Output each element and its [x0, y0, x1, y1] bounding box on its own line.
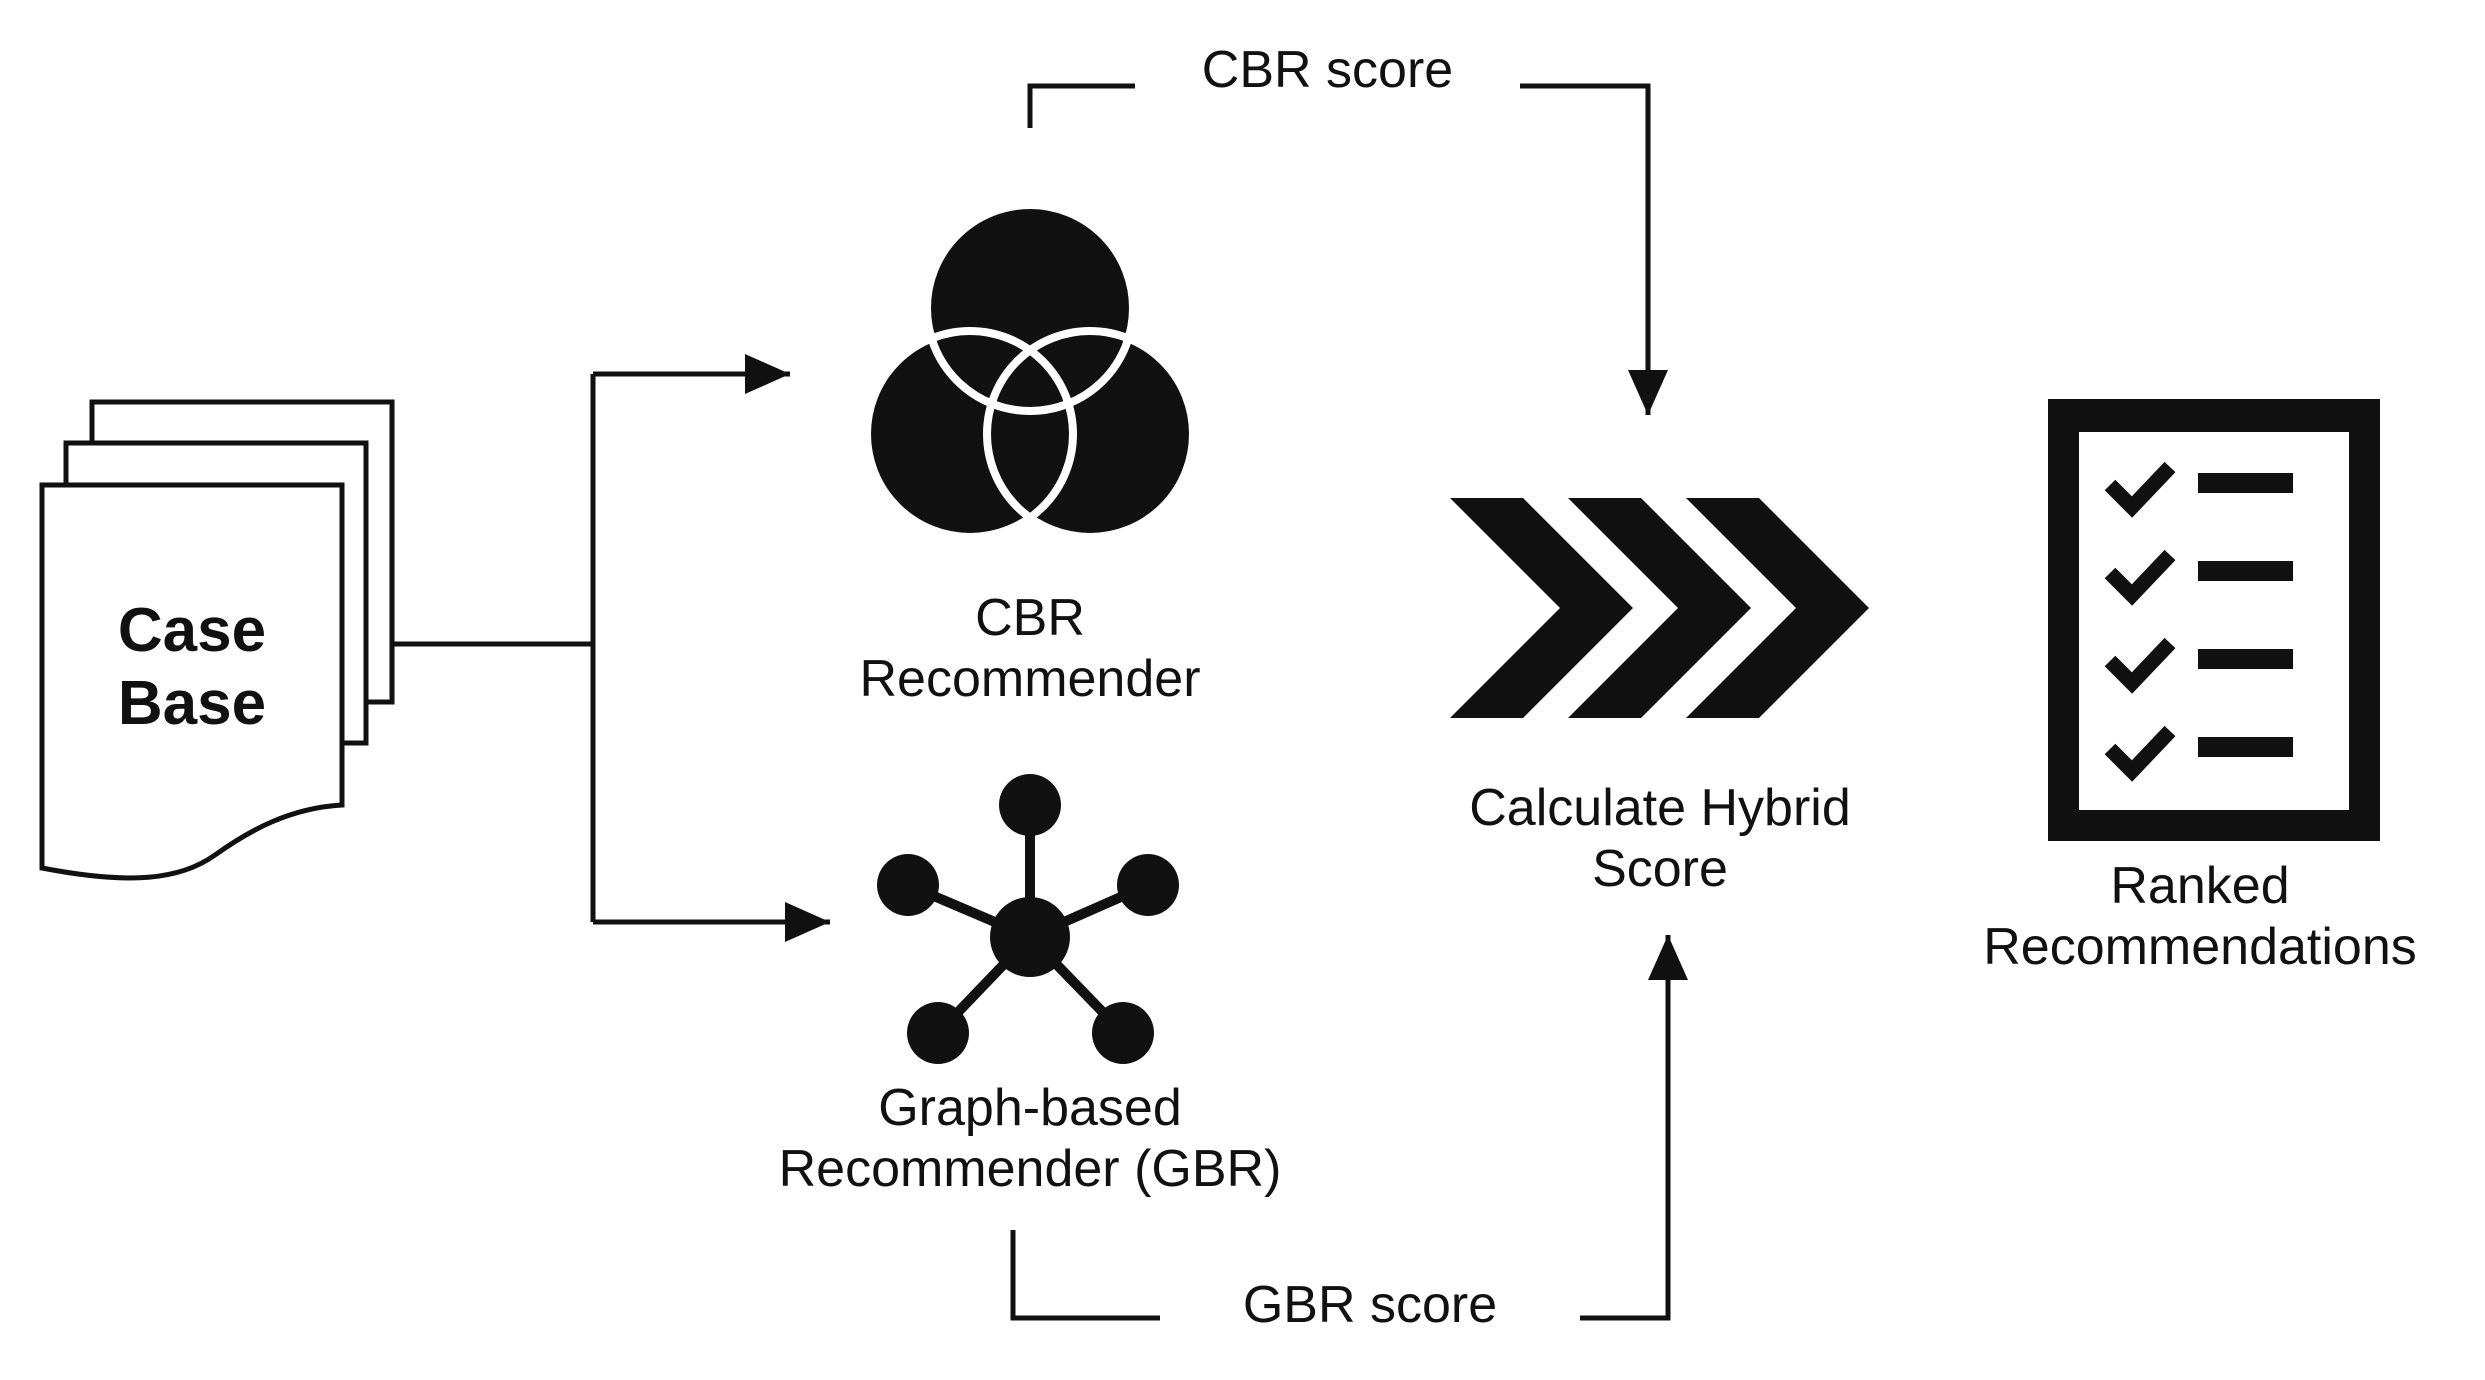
- checklist-line: [2198, 561, 2293, 581]
- hybrid-score-label-line2: Score: [1592, 840, 1728, 899]
- ranked-recommendations-label: Ranked Recommendations: [1940, 856, 2460, 979]
- hybrid-score-label-line1: Calculate Hybrid: [1469, 779, 1851, 837]
- case-base-label-line1: Case: [117, 596, 267, 665]
- graph-network-icon: [877, 774, 1179, 1064]
- chevron-arrows-icon: [1450, 498, 1869, 718]
- checklist-line: [2198, 737, 2293, 757]
- case-base-icon: [39, 399, 395, 881]
- checklist-icon: [2048, 399, 2380, 841]
- case-base-label-line2: Base: [117, 669, 267, 739]
- checklist-line: [2198, 473, 2293, 493]
- gbr-score-connector: [1010, 935, 1688, 1321]
- ranked-recommendations-label-line2: Recommendations: [1983, 918, 2417, 977]
- venn-icon: [863, 201, 1197, 541]
- gbr-recommender-label-line1: Graph-based: [878, 1079, 1182, 1137]
- gbr-recommender-label-line2: Recommender (GBR): [778, 1140, 1282, 1199]
- cbr-recommender-label-line1: CBR: [975, 589, 1085, 647]
- checklist-line: [2198, 649, 2293, 669]
- check-mark-icon: [2104, 461, 2176, 518]
- check-mark-icon: [2104, 725, 2176, 782]
- cbr-score-label: CBR score: [1201, 41, 1454, 99]
- cbr-recommender-label: CBR Recommender: [790, 588, 1270, 711]
- check-mark-icon: [2104, 637, 2176, 694]
- cbr-recommender-label-line2: Recommender: [859, 650, 1201, 709]
- check-mark-icon: [2104, 549, 2176, 606]
- cbr-score-connector: [1027, 83, 1668, 415]
- gbr-recommender-label: Graph-based Recommender (GBR): [700, 1078, 1360, 1201]
- ranked-recommendations-label-line1: Ranked: [2110, 857, 2290, 915]
- gbr-score-label: GBR score: [1242, 1276, 1498, 1334]
- hybrid-score-label: Calculate Hybrid Score: [1420, 778, 1900, 901]
- case-base-label: Case Base: [82, 594, 302, 740]
- case-base-connector: [392, 354, 830, 942]
